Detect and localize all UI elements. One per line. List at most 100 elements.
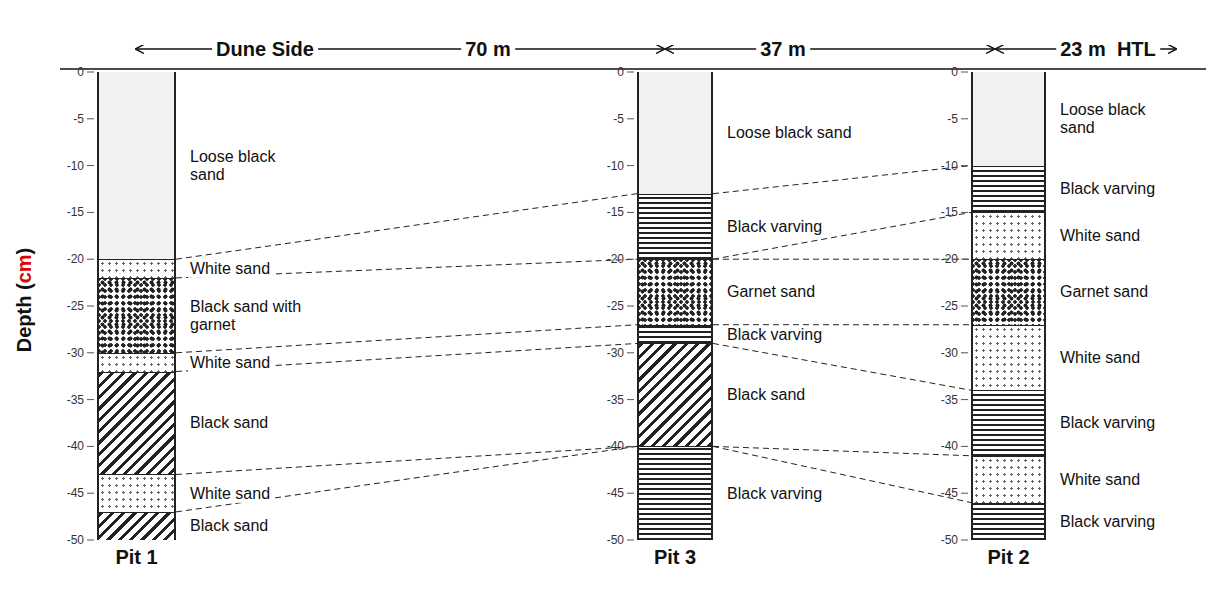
tick-mark [627, 540, 634, 541]
depth-tick-label: -50 [607, 533, 624, 547]
layer-label: Black sand [725, 386, 807, 404]
pit-name: Pit 3 [654, 546, 696, 569]
surface-line [60, 68, 1206, 70]
correlation-line [713, 446, 971, 502]
depth-tick-label: -15 [941, 205, 958, 219]
depth-tick-label: -30 [67, 346, 84, 360]
sediment-layer: White sand [973, 456, 1044, 503]
layer-label: Black sand [188, 414, 270, 432]
correlation-line [176, 446, 637, 474]
correlation-line [713, 259, 971, 260]
tick-mark [627, 165, 634, 166]
sediment-layer: Loose black sand [973, 72, 1044, 166]
tick-mark [961, 165, 968, 166]
tick-mark [87, 540, 94, 541]
tick-mark [87, 212, 94, 213]
sediment-layer: White sand [99, 259, 174, 278]
distance-label: 23 m HTL [1056, 38, 1160, 61]
layer-label: White sand [1058, 227, 1142, 245]
tick-mark [87, 165, 94, 166]
layer-label: Black varving [725, 325, 824, 343]
tick-mark [87, 72, 94, 73]
axis-title-part: ) [13, 248, 35, 255]
depth-tick-label: 0 [77, 65, 84, 79]
tick-mark [961, 493, 968, 494]
sediment-layer: Garnet sand [639, 259, 711, 325]
depth-tick-label: -25 [607, 299, 624, 313]
tick-mark [87, 259, 94, 260]
depth-tick-label: -50 [941, 533, 958, 547]
sediment-layer: Black varving [973, 166, 1044, 213]
layer-label: Black varving [1058, 513, 1157, 531]
tick-mark [87, 446, 94, 447]
tick-mark [961, 72, 968, 73]
depth-tick-label: -45 [941, 486, 958, 500]
tick-mark [87, 118, 94, 119]
correlation-line [176, 343, 637, 371]
tick-mark [961, 399, 968, 400]
sediment-layer: Garnet sand [973, 259, 1044, 325]
depth-tick-label: -40 [607, 439, 624, 453]
pit-name: Pit 2 [987, 546, 1029, 569]
sediment-layer: White sand [99, 353, 174, 372]
depth-tick-label: -30 [607, 346, 624, 360]
depth-tick-label: -30 [941, 346, 958, 360]
axis-title: Depth (cm) [13, 248, 36, 352]
tick-mark [627, 212, 634, 213]
depth-tick-label: -20 [67, 252, 84, 266]
depth-tick-label: -25 [67, 299, 84, 313]
layer-label: Garnet sand [1058, 283, 1150, 301]
axis-title-part: Depth ( [13, 283, 35, 352]
sediment-layer: Black varving [639, 446, 711, 540]
sediment-layer: Black sand with garnet [99, 278, 174, 353]
sediment-layer: Black varving [639, 194, 711, 260]
tick-mark [961, 540, 968, 541]
tick-mark [87, 352, 94, 353]
tick-mark [627, 118, 634, 119]
depth-tick-label: -5 [613, 112, 624, 126]
correlation-line [176, 194, 637, 260]
depth-tick-label: -15 [607, 205, 624, 219]
layer-label: Loose black sand [1058, 100, 1174, 137]
sediment-layer: Black varving [639, 325, 711, 344]
depth-tick-label: -15 [67, 205, 84, 219]
sediment-layer: Loose black sand [639, 72, 711, 194]
tick-mark [961, 212, 968, 213]
depth-tick-label: 0 [617, 65, 624, 79]
depth-tick-label: -40 [941, 439, 958, 453]
tick-mark [627, 72, 634, 73]
pit-column: Pit 3Loose black sandBlack varvingGarnet… [637, 72, 713, 540]
layer-label: White sand [188, 353, 272, 371]
tick-mark [961, 118, 968, 119]
axis-title-part: cm [13, 254, 35, 283]
depth-tick-label: 0 [951, 65, 958, 79]
distance-label: Dune Side [212, 38, 318, 61]
sediment-layer: White sand [973, 212, 1044, 259]
depth-tick-label: -35 [607, 393, 624, 407]
depth-tick-label: -20 [607, 252, 624, 266]
depth-tick-label: -45 [67, 486, 84, 500]
sediment-layer: Black sand [639, 343, 711, 446]
layer-label: White sand [1058, 470, 1142, 488]
sediment-layer: Black sand [99, 512, 174, 540]
tick-mark [961, 446, 968, 447]
correlation-lines [176, 166, 971, 512]
depth-ticks [87, 72, 968, 540]
distance-label: 37 m [756, 38, 810, 61]
sediment-layer: White sand [973, 325, 1044, 391]
layer-label: White sand [1058, 349, 1142, 367]
layer-label: White sand [188, 260, 272, 278]
depth-tick-label: -20 [941, 252, 958, 266]
tick-mark [961, 259, 968, 260]
layer-label: Loose black sand [188, 147, 310, 184]
depth-tick-label: -50 [67, 533, 84, 547]
correlation-line [713, 343, 971, 390]
depth-tick-label: -10 [941, 159, 958, 173]
distance-arrow [666, 48, 994, 50]
pit-column: Pit 2Loose black sandBlack varvingWhite … [971, 72, 1046, 540]
layer-label: Black varving [725, 218, 824, 236]
depth-tick-label: -25 [941, 299, 958, 313]
tick-mark [961, 352, 968, 353]
tick-mark [627, 352, 634, 353]
distance-label: 70 m [461, 38, 515, 61]
